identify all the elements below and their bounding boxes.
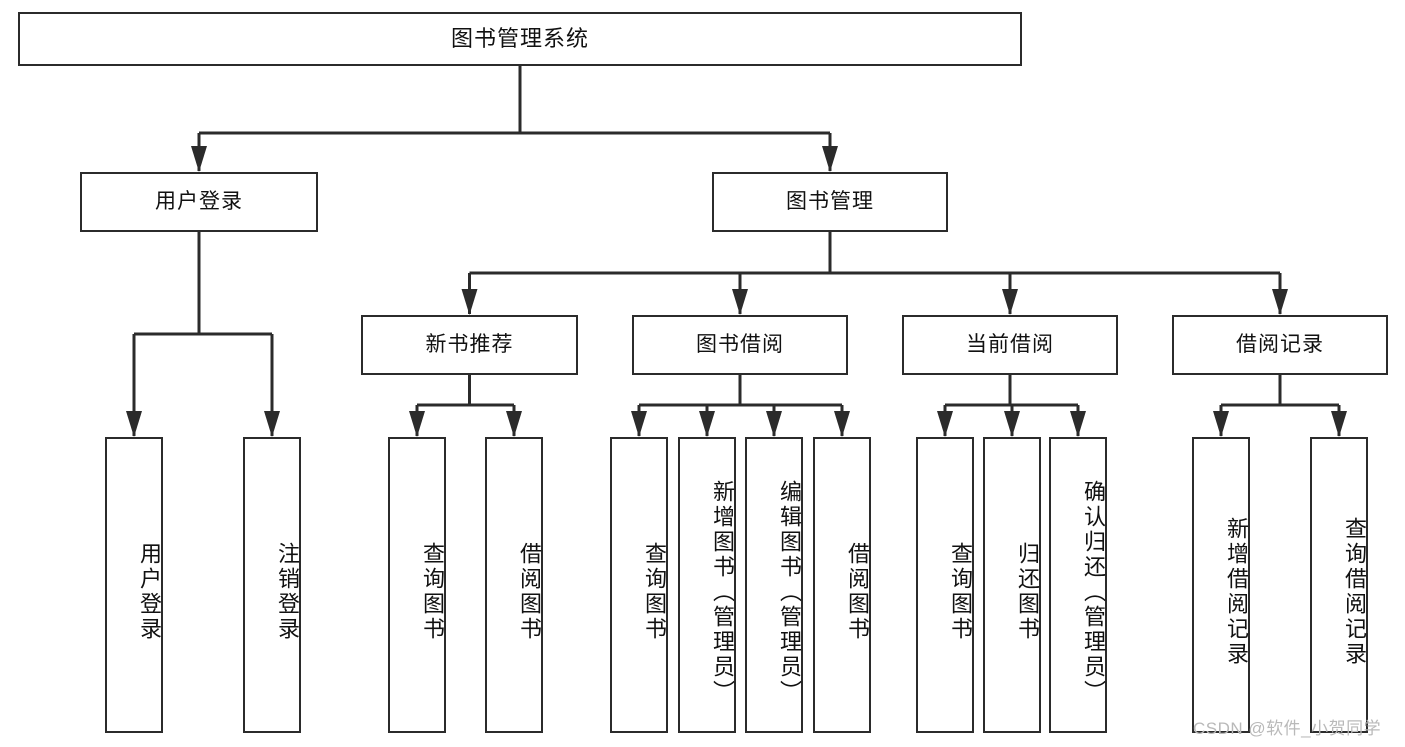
node-book-manage[interactable]: 图书管理 xyxy=(712,172,948,232)
node-user-login[interactable]: 用户登录 xyxy=(80,172,318,232)
node-leaf-add-book[interactable]: 新增图书（管理员） xyxy=(678,437,736,733)
node-leaf-borrow-book-2[interactable]: 借阅图书 xyxy=(813,437,871,733)
csdn-watermark: CSDN @软件_小贺同学 xyxy=(1193,719,1382,738)
node-new-book-recommend[interactable]: 新书推荐 xyxy=(361,315,578,375)
node-leaf-confirm-return[interactable]: 确认归还（管理员） xyxy=(1049,437,1107,733)
node-borrow-record[interactable]: 借阅记录 xyxy=(1172,315,1388,375)
node-current-borrow[interactable]: 当前借阅 xyxy=(902,315,1118,375)
node-leaf-add-record[interactable]: 新增借阅记录 xyxy=(1192,437,1250,733)
node-leaf-user-login[interactable]: 用户登录 xyxy=(105,437,163,733)
node-leaf-logout[interactable]: 注销登录 xyxy=(243,437,301,733)
node-leaf-query-book-2[interactable]: 查询图书 xyxy=(610,437,668,733)
node-leaf-query-book-3[interactable]: 查询图书 xyxy=(916,437,974,733)
node-leaf-return-book[interactable]: 归还图书 xyxy=(983,437,1041,733)
node-leaf-query-record[interactable]: 查询借阅记录 xyxy=(1310,437,1368,733)
node-leaf-borrow-book-1[interactable]: 借阅图书 xyxy=(485,437,543,733)
node-leaf-query-book-1[interactable]: 查询图书 xyxy=(388,437,446,733)
node-book-borrow[interactable]: 图书借阅 xyxy=(632,315,848,375)
node-leaf-edit-book[interactable]: 编辑图书（管理员） xyxy=(745,437,803,733)
node-root[interactable]: 图书管理系统 xyxy=(18,12,1022,66)
